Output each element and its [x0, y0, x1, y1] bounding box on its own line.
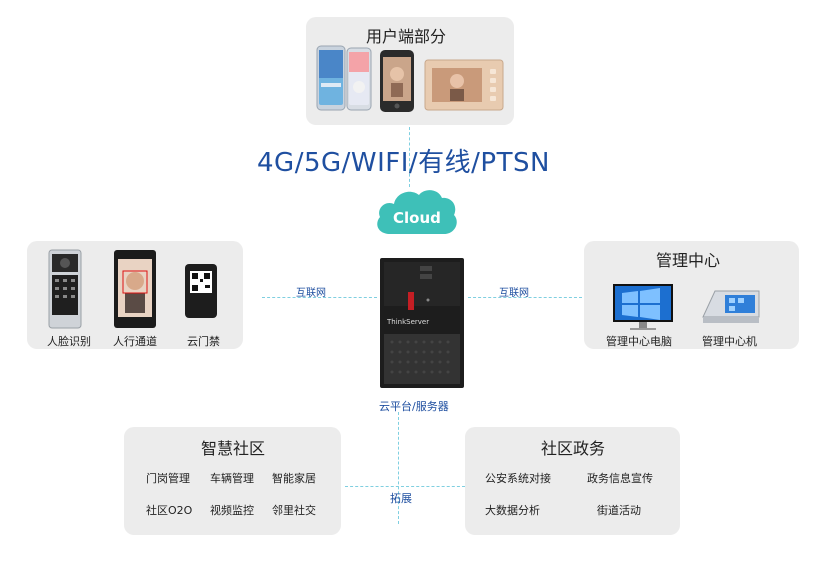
community-gov-section: 社区政务 公安系统对接 政务信息宣传 大数据分析 街道活动 [465, 427, 680, 535]
device-label-face: 人脸识别 [47, 335, 91, 348]
pedestrian-gate-face-icon [114, 250, 156, 328]
smart-community-item: 社区O2O [146, 504, 193, 517]
network-label: 4G/5G/WIFI/有线/PTSN [257, 148, 550, 178]
community-gov-item: 公安系统对接 [485, 472, 551, 485]
cloud-icon [377, 190, 457, 234]
connector-right [468, 297, 582, 298]
server-label: 云平台/服务器 [379, 400, 449, 413]
connector-expand [345, 486, 465, 487]
intercom-phone-icon [380, 50, 414, 112]
server-brand: ThinkServer [387, 318, 430, 326]
community-gov-item: 街道活动 [597, 504, 641, 517]
smart-community-item: 门岗管理 [146, 472, 190, 485]
community-gov-item: 政务信息宣传 [587, 472, 653, 485]
smart-community-section: 智慧社区 门岗管理 车辆管理 智能家居 社区O2O 视频监控 邻里社交 [124, 427, 341, 535]
expand-label: 拓展 [390, 492, 412, 505]
connector-bottom [398, 412, 399, 524]
smartphone-icon [346, 47, 372, 111]
smart-community-item: 车辆管理 [210, 472, 254, 485]
device-label-gate: 人行通道 [113, 335, 157, 348]
desktop-computer-icon [613, 284, 673, 330]
right-link-label: 互联网 [499, 288, 529, 299]
indoor-monitor-icon [424, 59, 504, 111]
management-center-title: 管理中心 [656, 251, 721, 270]
cloud-label: Cloud [393, 209, 441, 227]
access-devices-section: 人脸识别 人行通道 云门禁 [27, 241, 243, 349]
face-recognition-panel-icon [48, 249, 82, 329]
community-gov-title: 社区政务 [541, 439, 606, 458]
smart-community-item: 邻里社交 [272, 504, 316, 517]
community-gov-item: 大数据分析 [485, 504, 540, 517]
connector-top [409, 127, 410, 187]
management-center-section: 管理中心 管理中心电脑 管理中心机 [584, 241, 799, 349]
device-label-terminal: 管理中心机 [702, 335, 757, 348]
device-label-access: 云门禁 [187, 335, 220, 348]
smart-community-title: 智慧社区 [201, 439, 266, 458]
smartphone-icon [316, 45, 346, 111]
management-terminal-icon [702, 290, 760, 323]
cloud-access-control-icon [185, 264, 217, 318]
connector-left [262, 297, 377, 298]
device-label-computer: 管理中心电脑 [606, 335, 672, 348]
user-section-title: 用户端部分 [366, 27, 447, 46]
smart-community-item: 视频监控 [210, 504, 254, 517]
left-link-label: 互联网 [296, 288, 326, 299]
smart-community-item: 智能家居 [272, 472, 316, 485]
server-icon [380, 258, 464, 388]
user-section: 用户端部分 [306, 17, 514, 125]
